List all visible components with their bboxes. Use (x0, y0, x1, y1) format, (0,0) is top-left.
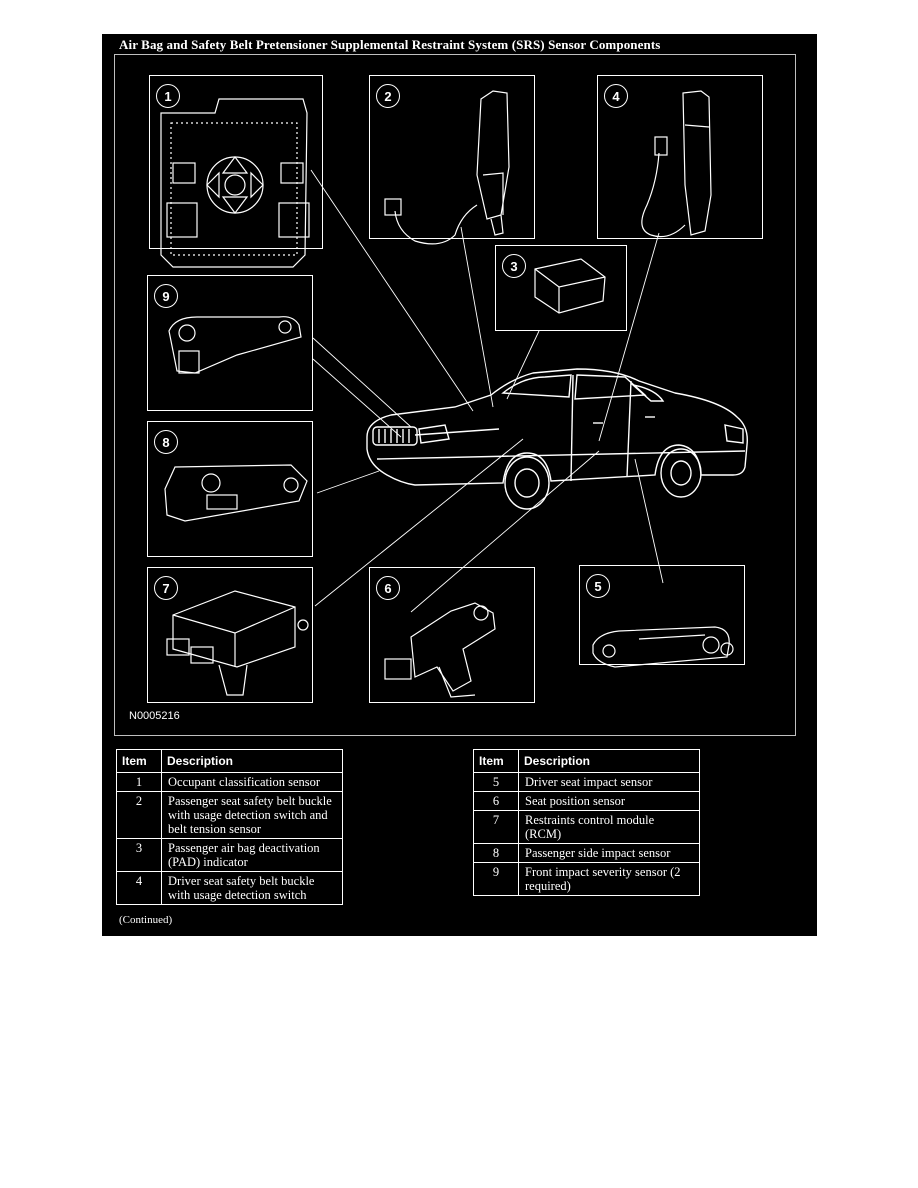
header-description: Description (161, 749, 343, 773)
table-row: 1 Occupant classification sensor (116, 772, 343, 792)
items-table-left: Item Description 1 Occupant classificati… (116, 749, 343, 905)
diagram-sheet: Air Bag and Safety Belt Pretensioner Sup… (102, 34, 817, 936)
panel-item-9: 9 (147, 275, 313, 411)
panel-item-5: 5 (579, 565, 745, 665)
table-row: 8 Passenger side impact sensor (473, 843, 700, 863)
callout-8: 8 (154, 430, 178, 454)
item-number: 6 (473, 791, 519, 811)
table-row: 3 Passenger air bag deactivation (PAD) i… (116, 838, 343, 872)
table-row: 7 Restraints control module (RCM) (473, 810, 700, 844)
item-description: Driver seat safety belt buckle with usag… (161, 871, 343, 905)
item-description: Passenger seat safety belt buckle with u… (161, 791, 343, 839)
callout-2: 2 (376, 84, 400, 108)
item-number: 7 (473, 810, 519, 844)
header-description: Description (518, 749, 700, 773)
figure-code: N0005216 (129, 710, 180, 722)
table-row: 6 Seat position sensor (473, 791, 700, 811)
panel-item-8: 8 (147, 421, 313, 557)
panel-item-1: 1 (149, 75, 323, 249)
item-description: Restraints control module (RCM) (518, 810, 700, 844)
item-description: Seat position sensor (518, 791, 700, 811)
panel-item-6: 6 (369, 567, 535, 703)
items-table-right: Item Description 5 Driver seat impact se… (473, 749, 700, 896)
item-number: 1 (116, 772, 162, 792)
item-description: Driver seat impact sensor (518, 772, 700, 792)
vehicle-drawing (366, 368, 748, 510)
table-row: 2 Passenger seat safety belt buckle with… (116, 791, 343, 839)
panel-item-3: 3 (495, 245, 627, 331)
callout-7: 7 (154, 576, 178, 600)
panel-item-4: 4 (597, 75, 763, 239)
component-sketches (160, 90, 734, 698)
item-number: 2 (116, 791, 162, 839)
item-number: 3 (116, 838, 162, 872)
item-number: 8 (473, 843, 519, 863)
callout-1: 1 (156, 84, 180, 108)
callout-9: 9 (154, 284, 178, 308)
component-figure: 1 2 3 4 9 8 7 6 5 N0005216 (114, 54, 796, 736)
item-number: 5 (473, 772, 519, 792)
panel-item-2: 2 (369, 75, 535, 239)
callout-6: 6 (376, 576, 400, 600)
table-row: 9 Front impact severity sensor (2 requir… (473, 862, 700, 896)
item-description: Passenger air bag deactivation (PAD) ind… (161, 838, 343, 872)
callout-4: 4 (604, 84, 628, 108)
item-description: Passenger side impact sensor (518, 843, 700, 863)
continued-note: (Continued) (119, 914, 173, 926)
header-item: Item (473, 749, 519, 773)
figure-linework (160, 90, 748, 698)
panel-item-7: 7 (147, 567, 313, 703)
table-row: 5 Driver seat impact sensor (473, 772, 700, 792)
callout-5: 5 (586, 574, 610, 598)
item-number: 4 (116, 871, 162, 905)
table-header-row: Item Description (116, 749, 343, 773)
diagram-title: Air Bag and Safety Belt Pretensioner Sup… (119, 37, 661, 52)
header-item: Item (116, 749, 162, 773)
item-number: 9 (473, 862, 519, 896)
item-description: Occupant classification sensor (161, 772, 343, 792)
table-row: 4 Driver seat safety belt buckle with us… (116, 871, 343, 905)
table-header-row: Item Description (473, 749, 700, 773)
leader-lines (310, 169, 664, 613)
item-description: Front impact severity sensor (2 required… (518, 862, 700, 896)
callout-3: 3 (502, 254, 526, 278)
